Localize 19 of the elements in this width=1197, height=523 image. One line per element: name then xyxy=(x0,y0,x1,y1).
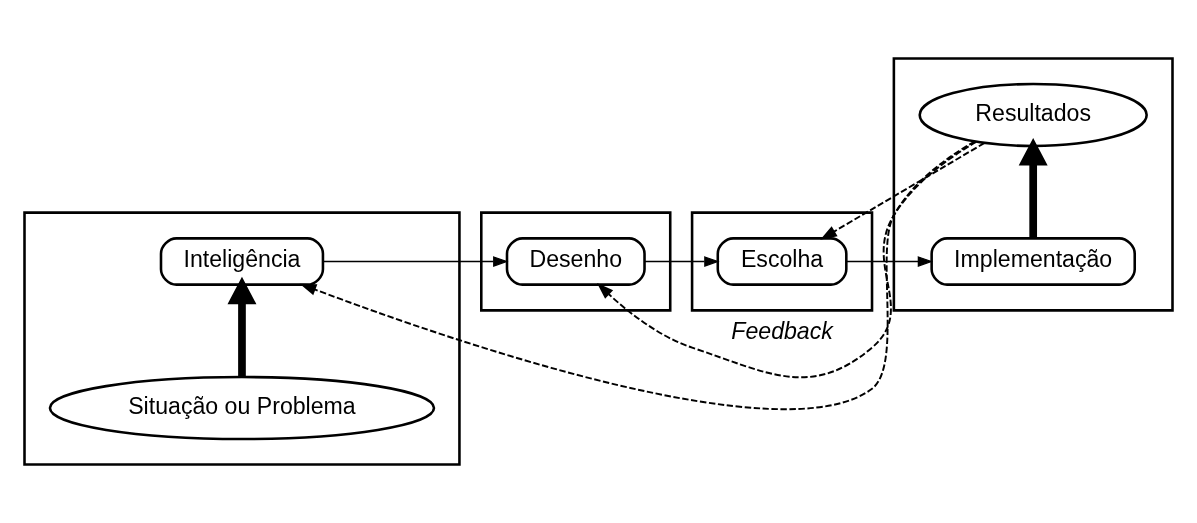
arrow xyxy=(1018,137,1048,239)
cluster xyxy=(480,211,672,312)
cluster xyxy=(892,57,1174,312)
edge-label: Feedback xyxy=(731,318,833,345)
node-ellipse: Resultados xyxy=(918,82,1148,148)
node-box: Escolha xyxy=(716,237,848,286)
arrow xyxy=(596,140,978,379)
arrow xyxy=(845,256,934,267)
arrow xyxy=(227,276,257,378)
arrow xyxy=(820,142,986,240)
node-box: Desenho xyxy=(505,237,646,286)
cluster xyxy=(690,211,874,312)
node-box: Inteligência xyxy=(159,237,325,286)
cluster xyxy=(23,211,461,466)
node-ellipse: Situação ou Problema xyxy=(48,375,436,441)
arrow xyxy=(644,256,720,267)
arrow xyxy=(322,256,509,267)
arrow xyxy=(299,140,976,410)
node-box: Implementação xyxy=(930,237,1136,286)
